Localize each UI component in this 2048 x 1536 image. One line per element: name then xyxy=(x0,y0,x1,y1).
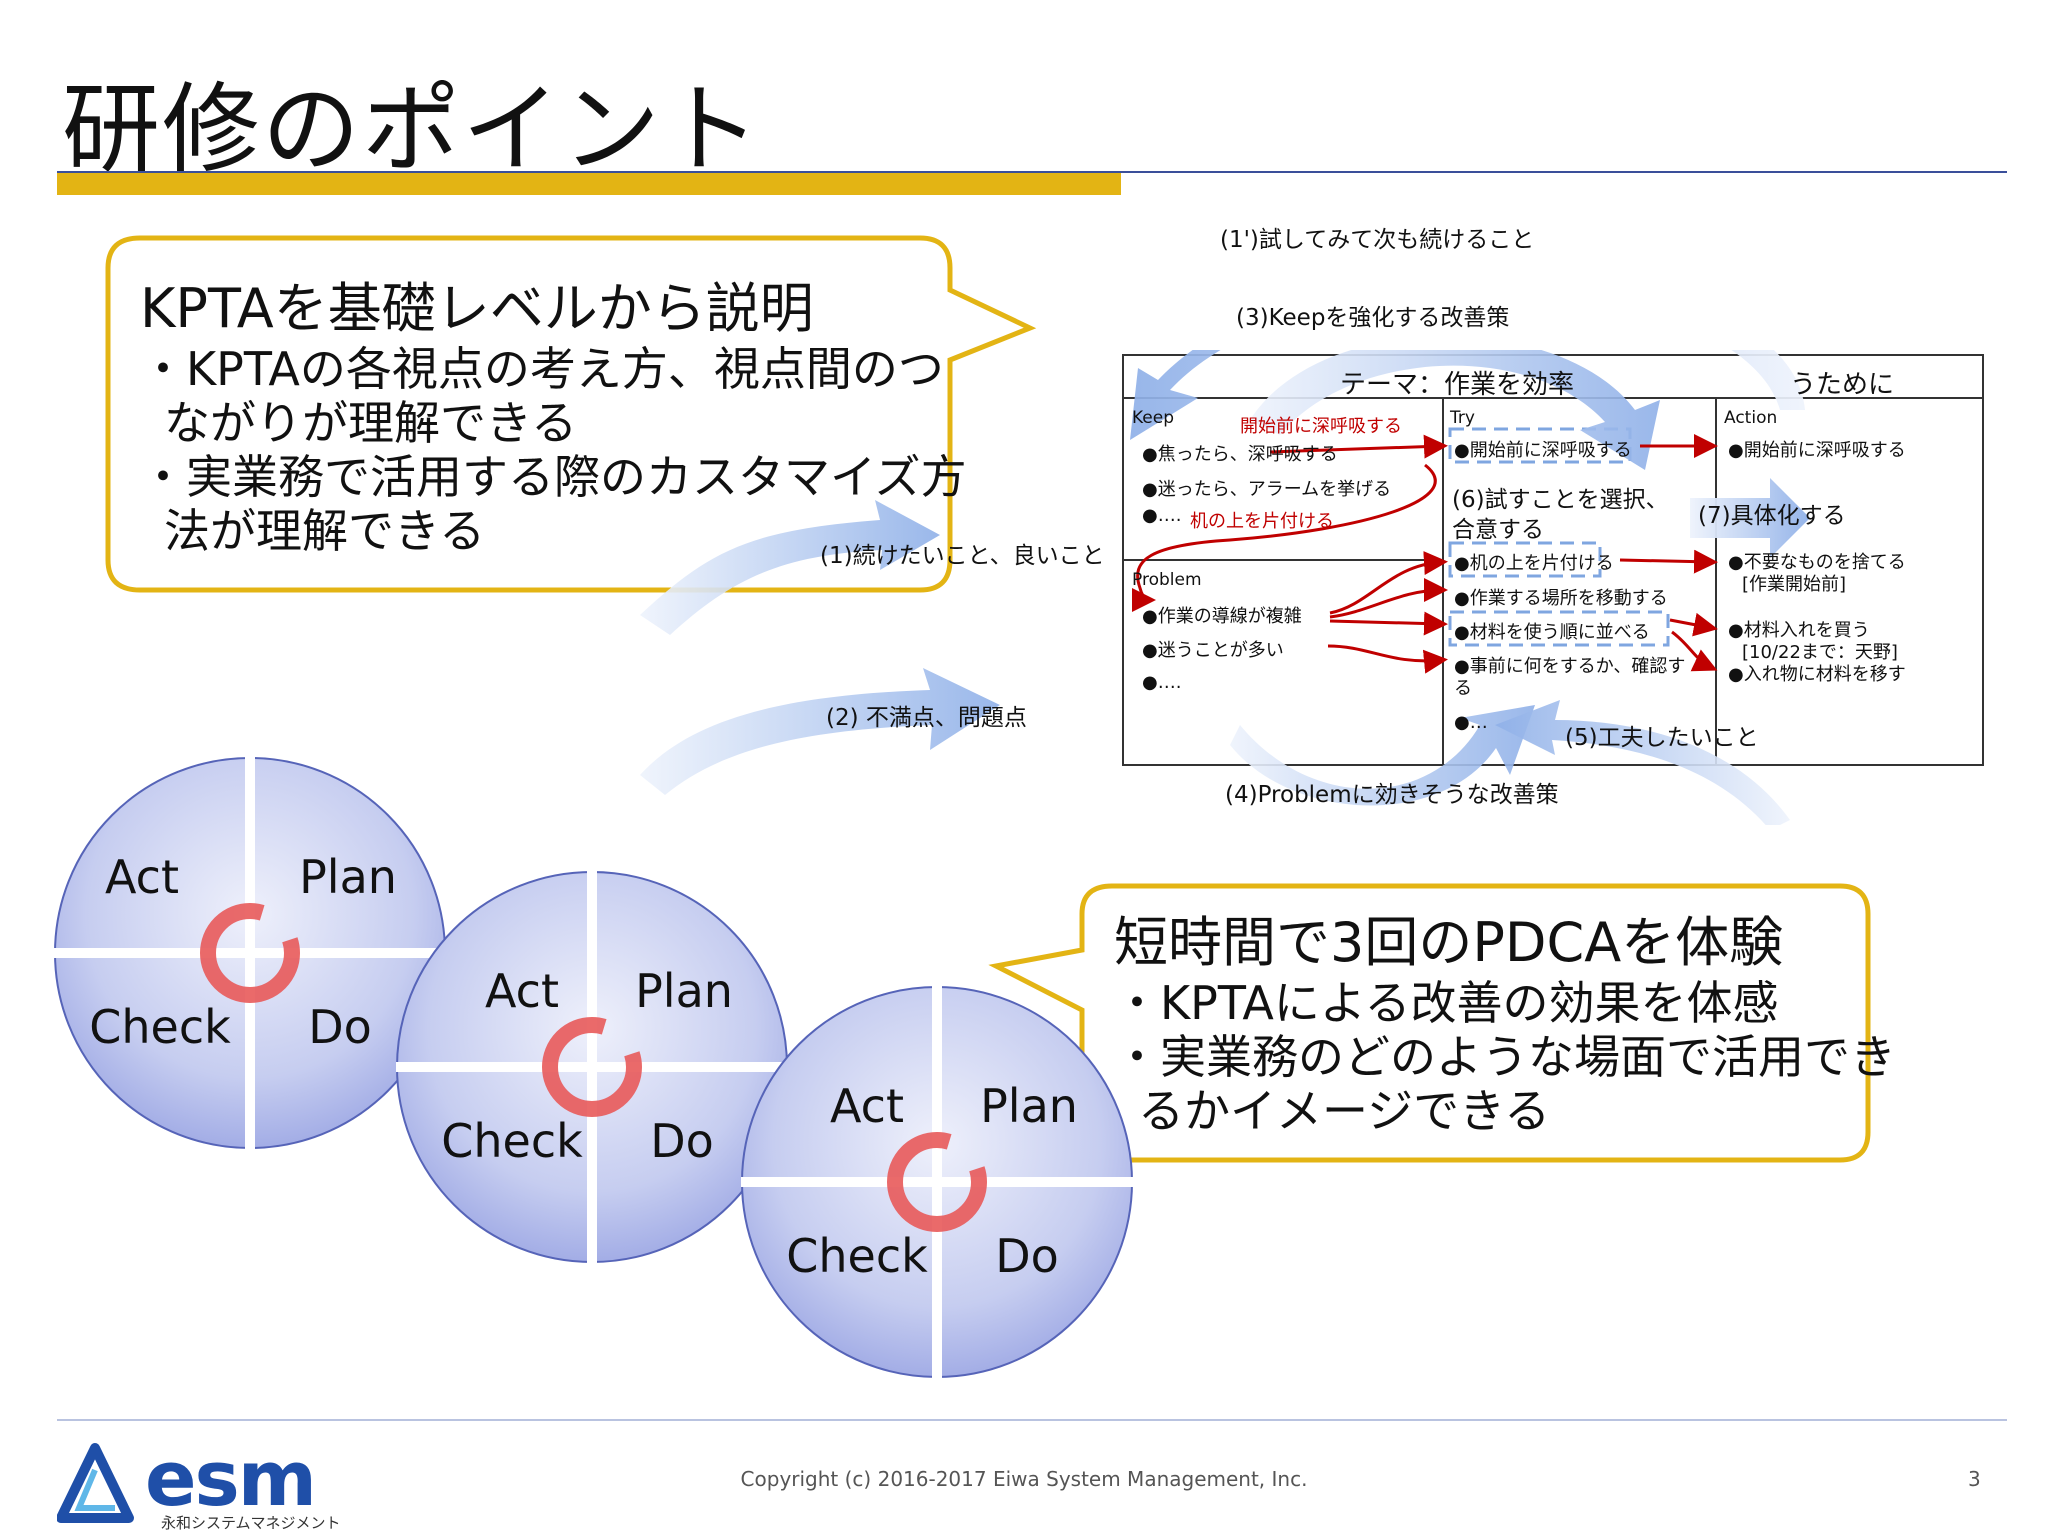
callout-top-text: KPTAを基礎レベルから説明 ・KPTAの各視点の考え方、視点間のつ ながりが理… xyxy=(140,277,967,559)
callout-top-heading: KPTAを基礎レベルから説明 xyxy=(140,277,814,340)
callout-top-bubble xyxy=(105,235,1037,593)
problem-item: ●作業の導線が複雑 xyxy=(1142,606,1302,627)
pdca-check-label: Check xyxy=(786,1229,928,1283)
callout-bottom-text: 短時間で3回のPDCAを体験 ・KPTAによる改善の効果を体感 ・実業務のどのよ… xyxy=(1114,911,1896,1139)
callout-top-line: ・実業務で活用する際のカスタマイズ方 xyxy=(140,450,967,504)
callout-bottom-heading: 短時間で3回のPDCAを体験 xyxy=(1114,911,1784,974)
keep-item: ●焦ったら、深呼吸する xyxy=(1142,444,1338,465)
keep-red-note: 机の上を片付ける xyxy=(1190,511,1334,532)
kpta-theme-tail: うために xyxy=(1790,370,1895,400)
pdca-cycle-3: Act Plan Check Do xyxy=(741,986,1133,1378)
arrow-1 xyxy=(640,500,940,635)
red-arrow xyxy=(1329,578,1448,619)
arrow-7 xyxy=(1690,478,1810,558)
problem-item: ●…. xyxy=(1142,672,1182,693)
callout-top-line: ・KPTAの各視点の考え方、視点間のつ xyxy=(140,342,944,396)
pdca-do-label: Do xyxy=(308,1000,372,1054)
pdca-plan-label: Plan xyxy=(980,1079,1078,1133)
pdca-check-label: Check xyxy=(441,1114,583,1168)
pdca-act-label: Act xyxy=(105,850,179,904)
col-action: Action xyxy=(1724,408,1778,428)
red-arrow xyxy=(1131,463,1437,612)
pdca-cycle-1: Act Plan Check Do xyxy=(54,757,446,1149)
action-item: [作業開始前] xyxy=(1742,574,1847,595)
keep-item: ●迷ったら、アラームを挙げる xyxy=(1142,479,1392,500)
callout-top-line: 法が理解できる xyxy=(164,504,486,558)
col-problem: Problem xyxy=(1132,570,1202,590)
pdca-do-label: Do xyxy=(650,1114,714,1168)
problem-item: ●迷うことが多い xyxy=(1142,640,1284,661)
arrow-4 xyxy=(1230,705,1535,806)
arrow-2 xyxy=(640,668,1000,795)
col-keep: Keep xyxy=(1132,408,1175,428)
action-item: ●開始前に深呼吸する xyxy=(1728,440,1906,461)
action-item: ●材料入れを買う xyxy=(1728,620,1870,641)
pdca-plan-label: Plan xyxy=(299,850,397,904)
try-item: る xyxy=(1454,678,1472,699)
callout-bottom-line: ・KPTAによる改善の効果を体感 xyxy=(1114,976,1779,1030)
kpta-diagram: テーマ：作業を効率 うために Keep Problem Try Action 開… xyxy=(630,227,1990,825)
logo-subtitle: 永和システムマネジメント xyxy=(161,1514,341,1532)
pdca-plan-label: Plan xyxy=(635,964,733,1018)
try-dashed-box xyxy=(1448,427,1632,464)
try-choose-line: 合意する xyxy=(1452,517,1544,543)
copyright: Copyright (c) 2016-2017 Eiwa System Mana… xyxy=(740,1467,1308,1491)
try-item: ●机の上を片付ける xyxy=(1454,553,1614,574)
callout-top-line: ながりが理解できる xyxy=(164,396,578,450)
keep-item: ●…. xyxy=(1142,505,1182,526)
arrow-3 xyxy=(1250,350,1660,470)
red-arrow xyxy=(1671,630,1718,672)
try-item: ●作業する場所を移動する xyxy=(1454,588,1668,609)
pdca-check-label: Check xyxy=(89,1000,231,1054)
arrow-label-2: (2) 不満点、問題点 xyxy=(826,705,1027,731)
pdca-act-label: Act xyxy=(485,964,559,1018)
keep-red-note: 開始前に深呼吸する xyxy=(1240,416,1402,437)
footer-rule xyxy=(57,1419,2007,1421)
title-rule-gold xyxy=(57,173,1121,195)
red-arrow xyxy=(1269,434,1448,459)
try-item: ●開始前に深呼吸する xyxy=(1454,440,1632,461)
try-dashed-box xyxy=(1448,610,1670,647)
pdca-act-label: Act xyxy=(830,1079,904,1133)
action-item: ●不要なものを捨てる xyxy=(1728,552,1906,573)
try-item: ●材料を使う順に並べる xyxy=(1454,622,1650,643)
callout-bottom-line: るかイメージできる xyxy=(1138,1084,1551,1138)
action-item: [10/22まで：天野] xyxy=(1742,642,1898,663)
try-choose-line: (6)試すことを選択、 xyxy=(1452,487,1669,513)
try-item: ●事前に何をするか、確認す xyxy=(1454,656,1686,677)
arrow-1prime xyxy=(1130,350,1805,440)
try-dashed-box xyxy=(1448,541,1602,578)
try-item: ●… xyxy=(1454,712,1488,733)
arrow-label-4: (4)Problemに効きそうな改善策 xyxy=(1225,782,1559,808)
arrow-label-7: (7)具体化する xyxy=(1698,503,1846,529)
pdca-cycle-2: Act Plan Check Do xyxy=(396,871,788,1263)
arrow-label-5: (5)工夫したいこと xyxy=(1565,725,1759,751)
pdca-do-label: Do xyxy=(995,1229,1059,1283)
title-rule-blue xyxy=(57,171,2007,173)
red-arrow xyxy=(1329,611,1448,636)
callout-bottom-line: ・実業務のどのような場面で活用でき xyxy=(1114,1030,1896,1084)
arrow-label-1prime: (1')試してみて次も続けること xyxy=(1220,227,1535,253)
arrow-label-1: (1)続けたいこと、良いこと xyxy=(820,543,1105,569)
kpta-graphics xyxy=(640,350,1984,825)
red-arrow xyxy=(1329,551,1448,615)
col-try: Try xyxy=(1450,408,1475,428)
action-item: ●入れ物に材料を移す xyxy=(1728,664,1906,685)
arrow-label-3: (3)Keepを強化する改善策 xyxy=(1236,305,1510,331)
logo-text: esm xyxy=(145,1434,317,1523)
red-arrow xyxy=(1327,644,1448,674)
page-title: 研修のポイント xyxy=(62,73,763,187)
red-arrow xyxy=(1669,612,1718,637)
page-number: 3 xyxy=(1968,1467,1981,1491)
arrow-5 xyxy=(1495,700,1790,825)
red-arrow xyxy=(1619,549,1718,574)
company-logo: esm 永和システムマネジメント xyxy=(56,1434,367,1534)
kpta-theme: テーマ：作業を効率 xyxy=(1340,370,1575,400)
logo-mark xyxy=(56,1443,134,1523)
